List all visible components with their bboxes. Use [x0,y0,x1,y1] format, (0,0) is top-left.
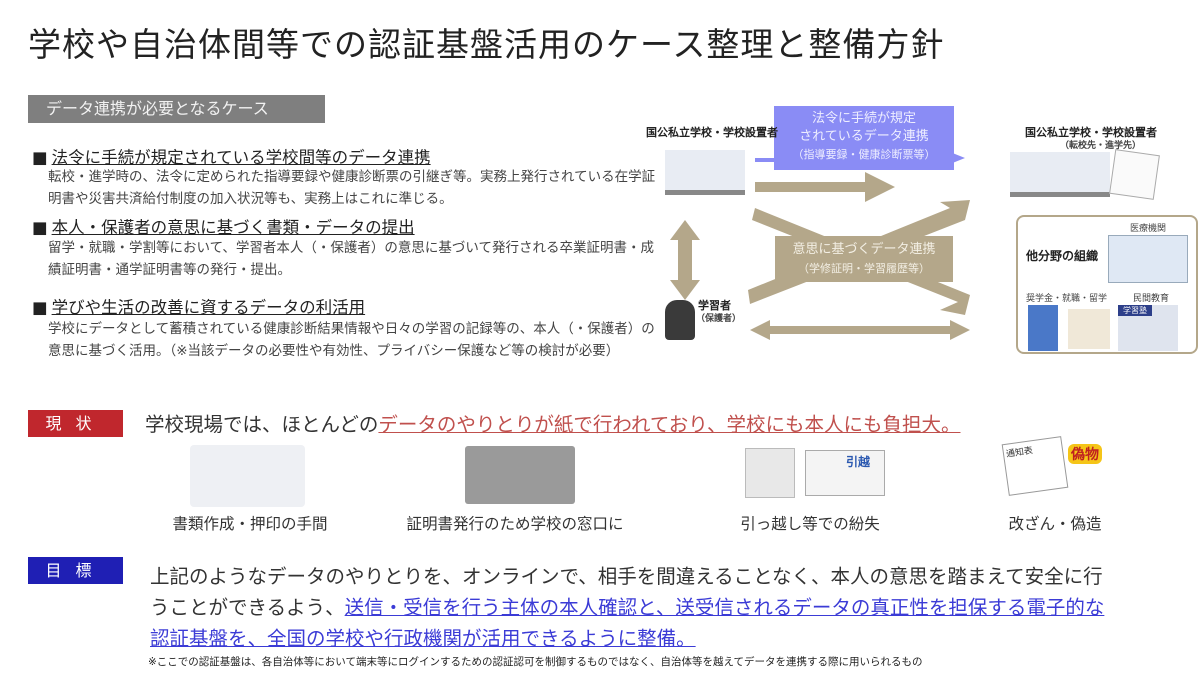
goal-line-2-emph: 送信・受信を行う主体の本人確認と、送受信されるデータの真正性を担保する電子的な [344,596,1105,619]
caption-forgery: 改ざん・偽造 [1008,515,1102,533]
forgery-stamp: 偽物 [1068,444,1102,464]
goal-line-1: 上記のようなデータのやりとりを、オンラインで、相手を間違えることなく、本人の意思… [150,565,1103,588]
dest-school-sub: （転校先・進学先） [1060,141,1142,151]
page-title: 学校や自治体間等での認証基盤活用のケース整理と整備方針 [28,25,945,64]
truck-label: 引越 [846,455,871,469]
case-heading-2: 本人・保護者の意思に基づく書類・データの提出 [32,214,415,238]
goal-line-3: 認証基盤を、全国の学校や行政機関が活用できるように整備。 [150,627,696,650]
will-box-line: （学修証明・学習履歴等） [798,262,930,275]
legal-box-line: されているデータ連携 [799,129,929,144]
footnote: ※ここでの認証基盤は、各自治体等において端末等にログインするための認証認可を制御… [148,656,923,668]
paperwork-illustration [190,445,305,507]
other-org-label: 他分野の組織 [1026,249,1099,263]
report-label: 通知表 [1005,446,1034,460]
goal-line-2-plain: うことができるよう、 [150,596,345,619]
office-building-illustration [1028,305,1058,351]
legal-link-box: 法令に手続が規定 されているデータ連携 （指導要録・健康診断票等） [774,106,954,170]
juku-illustration: 学習塾 [1118,305,1178,351]
case-heading-3: 学びや生活の改善に資するデータの利活用 [32,294,366,318]
legal-box-line: 法令に手続が規定 [811,111,916,126]
goal-line-2: うことができるよう、送信・受信を行う主体の本人確認と、送受信されるデータの真正性… [150,591,1104,620]
status-tag: 現状 [28,410,123,437]
document-illustration [1109,149,1160,200]
case-heading-1: 法令に手続が規定されている学校間等のデータ連携 [32,144,431,168]
interview-illustration [1068,309,1110,349]
juku-sign: 学習塾 [1118,305,1152,316]
legal-box-line: （指導要録・健康診断票等） [792,148,936,161]
private-edu-label: 民間教育 [1133,294,1170,304]
arrow-school-to-school [755,172,895,202]
other-org-panel: 他分野の組織 医療機関 奨学金・就職・留学 民間教育 学習塾 [1016,215,1198,354]
papers-illustration [745,448,795,498]
goal-tag: 目標 [28,557,123,584]
source-school-label: 国公私立学校・学校設置者 [646,126,778,139]
school-window-illustration [465,446,575,504]
caption-window: 証明書発行のため学校の窓口に [406,515,624,533]
cases-header: データ連携が必要となるケース [28,95,325,123]
case-body-2: 留学・就職・学割等において、学習者本人（・保護者）の意思に基づいて発行される卒業… [48,240,655,278]
status-text-plain: 学校現場では、ほとんどの [145,413,379,436]
case-body-3: 学校にデータとして蓄積されている健康診断結果情報や日々の学習の記録等の、本人（・… [48,321,655,359]
hospital-illustration [1108,235,1188,283]
learner-sub: （保護者） [696,314,742,324]
school-teacher-illustration [665,150,745,195]
status-text-emph: データのやりとりが紙で行われており、学校にも本人にも負担大。 [378,413,961,436]
will-box-line: 意思に基づくデータ連携 [792,242,936,257]
moving-truck-illustration: 引越 [805,450,885,496]
status-text: 学校現場では、ほとんどのデータのやりとりが紙で行われており、学校にも本人にも負担… [145,408,961,437]
learner-illustration [665,300,695,340]
will-link-box: 意思に基づくデータ連携 （学修証明・学習履歴等） [775,236,953,282]
dest-school-label: 国公私立学校・学校設置者 [1025,126,1157,139]
scholarship-label: 奨学金・就職・留学 [1026,294,1108,304]
arrow-learner-other [750,320,970,340]
learner-label: 学習者 [698,299,731,312]
case-body-1: 転校・進学時の、法令に定められた指導要録や健康診断票の引継ぎ等。実務上発行されて… [48,169,656,207]
caption-loss: 引っ越し等での紛失 [740,515,880,533]
dest-school-illustration [1010,152,1110,197]
medical-label: 医療機関 [1130,224,1167,234]
report-card-illustration: 通知表 [1001,436,1069,496]
arrow-school-learner [670,220,700,300]
caption-paperwork: 書類作成・押印の手間 [172,515,328,533]
